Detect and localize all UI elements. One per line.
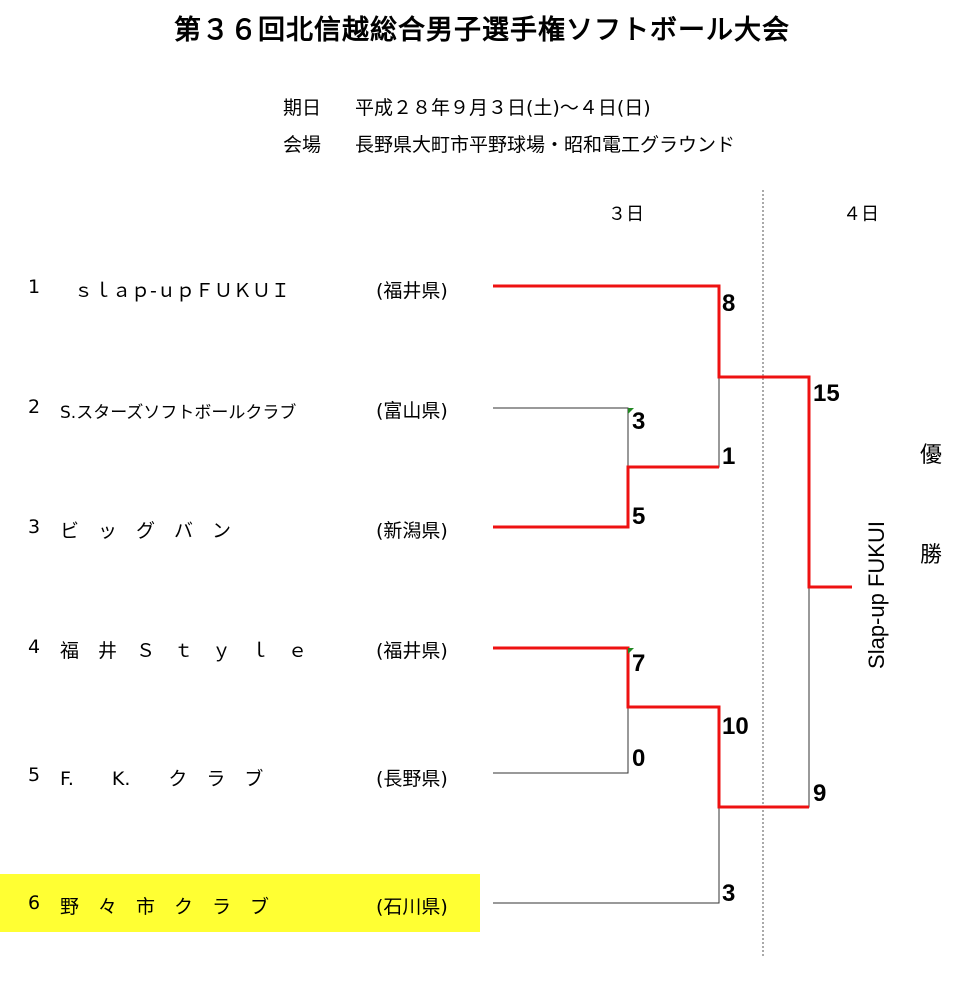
team-seed: 3 [28,516,41,538]
team-name: 福 井 Ｓ ｔ ｙ ｌ ｅ [60,640,308,662]
team-name: 野 々 市 ク ラ ブ [60,896,270,918]
team-seed: 5 [28,764,41,786]
team-row-3: 3 ビ ッ グ バ ン (新潟県) [0,508,480,548]
team-prefecture: (福井県) [376,280,448,302]
champion-label-1: 優 [920,443,943,468]
team-seed: 4 [28,636,41,658]
champion-label-2: 勝 [920,543,943,568]
champion-team-name: Slap-up FUKUI [864,521,889,669]
date-label: 期日 [283,97,322,119]
venue-info: 会場 長野県大町市平野球場・昭和電工グラウンド [283,130,735,157]
date-value: 平成２８年９月３日(土)～４日(日) [355,97,651,119]
score-final-top: 15 [813,380,840,407]
winner-paths [493,284,852,809]
venue-label: 会場 [283,134,322,156]
path-team4-win [493,646,809,809]
team-prefecture: (福井県) [376,640,448,662]
team-seed: 1 [28,276,41,298]
path-team3-win [493,465,719,529]
score-r1b-team5: 0 [632,745,646,772]
team-name: F. K. ク ラ ブ [60,768,264,790]
path-team1-win [493,284,852,589]
path-team6 [493,807,720,904]
team-row-4: 4 福 井 Ｓ ｔ ｙ ｌ ｅ (福井県) [0,628,480,668]
score-final-bottom: 9 [813,780,827,807]
team-name: S.スターズソフトボールクラブ [60,403,297,423]
team-name: ｓｌａｐ-ｕｐＦＵＫＵＩ [74,280,290,302]
score-sf1-team1: 8 [722,290,736,317]
team-name: ビ ッ グ バ ン [60,520,232,542]
score-sf2-team6: 3 [722,880,736,907]
team-prefecture: (新潟県) [376,520,448,542]
team-prefecture: (石川県) [376,896,448,918]
path-team5 [493,707,629,774]
team-prefecture: (長野県) [376,768,448,790]
score-r1b-team4: 7 [632,650,646,677]
path-team2 [493,407,629,467]
team-seed: 6 [28,892,41,914]
champion-team: Slap-up FUKUI [852,500,902,690]
score-sf2-winner45: 10 [722,713,749,740]
match-marker-2 [628,648,634,654]
match-marker-1 [628,408,634,414]
team-row-2: 2 S.スターズソフトボールクラブ (富山県) [0,388,480,428]
path-final-lower [719,587,810,808]
loser-paths [493,377,810,904]
day2-header: ４日 [843,204,879,225]
score-r1a-team2: 3 [632,408,646,435]
day1-header: ３日 [608,204,644,225]
team-row-6: 6 野 々 市 ク ラ ブ (石川県) [0,874,480,932]
team-row-5: 5 F. K. ク ラ ブ (長野県) [0,756,480,796]
team-row-1: 1 ｓｌａｐ-ｕｐＦＵＫＵＩ (福井県) [0,268,480,308]
page-title: 第３６回北信越総合男子選手権ソフトボール大会 [174,15,790,46]
score-sf1-winner23: 1 [722,443,736,470]
venue-value: 長野県大町市平野球場・昭和電工グラウンド [355,134,736,156]
score-r1a-team3: 5 [632,503,646,530]
team-seed: 2 [28,396,41,418]
date-info: 期日 平成２８年９月３日(土)～４日(日) [283,93,651,120]
team-prefecture: (富山県) [376,400,448,422]
